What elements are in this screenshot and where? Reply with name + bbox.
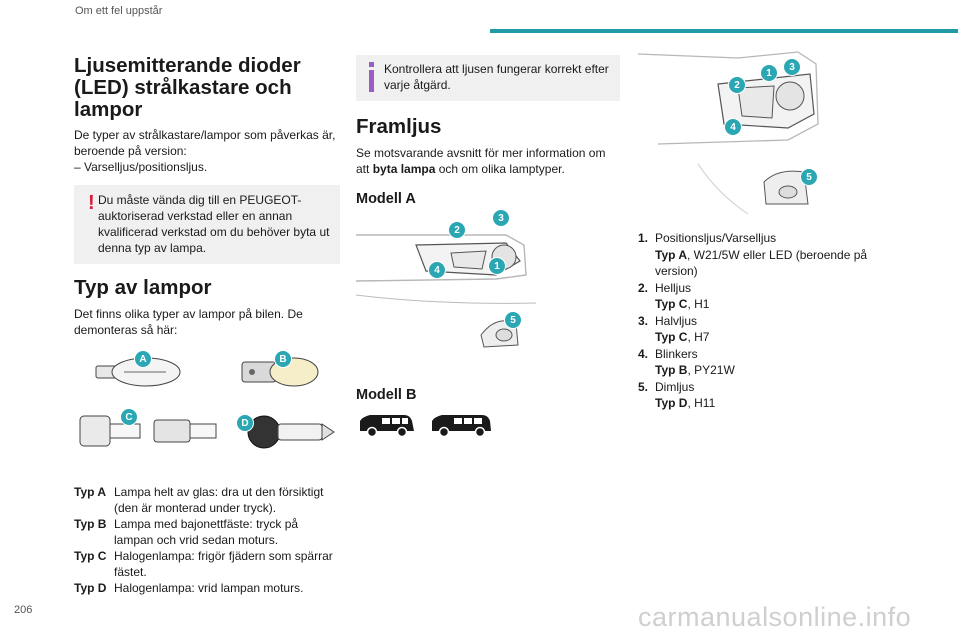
list-item-type: Typ B — [655, 363, 688, 377]
bulb-type-text: Halogenlampa: vrid lampan moturs. — [114, 581, 304, 595]
bulb-type-row: Typ B Lampa med bajonettfäste: tryck på … — [74, 516, 340, 548]
column-led-and-bulbs: Ljusemitterande dioder (LED) strålkastar… — [74, 55, 340, 596]
bulb-label-d: D — [236, 414, 254, 432]
list-item-spec: , H1 — [687, 297, 710, 311]
model-b-title: Modell B — [356, 387, 417, 403]
intro-bold: byta lampa — [372, 162, 436, 176]
model-a-badge-5: 5 — [504, 311, 522, 329]
bulb-type-label: Typ B — [74, 517, 107, 531]
model-b-badge-2: 2 — [728, 76, 746, 94]
model-b-drawing — [637, 51, 819, 215]
model-a-badge-1: 1 — [488, 257, 506, 275]
list-item-name: Blinkers — [655, 346, 698, 361]
model-a-badge-2: 2 — [448, 221, 466, 239]
model-b-vehicle-icons — [356, 409, 620, 439]
intro-pre: Se motsvarande avsnitt för mer informati… — [356, 146, 606, 176]
list-item-spec: , W21/5W eller LED (beroende på version) — [655, 247, 868, 279]
model-b-badge-4: 4 — [724, 118, 742, 136]
section-title-bulb-types: Typ av lampor — [74, 276, 212, 299]
warning-line1: Du måste vända dig till en PEUGEOT- — [98, 193, 302, 207]
list-item-type: Typ C — [655, 330, 688, 344]
model-a-badge-4: 4 — [428, 261, 446, 279]
bulb-type-row: Typ C Halogenlampa: frigör fjädern som s… — [74, 548, 340, 580]
intro-post: och om olika lamptyper. — [435, 162, 565, 176]
list-item-number: 4. — [638, 346, 649, 361]
bulb-label-c: C — [120, 408, 138, 426]
column-front-lights: Kontrollera att ljusen fungerar korrekt … — [355, 55, 620, 439]
bulb-label-b: B — [274, 350, 292, 368]
info-text: Kontrollera att ljusen fungerar korrekt … — [384, 62, 609, 92]
bulb-type-text: Lampa med bajonettfäste: tryck på lampan… — [114, 517, 299, 547]
list-item-type: Typ A — [655, 247, 687, 262]
info-box: Kontrollera att ljusen fungerar korrekt … — [356, 55, 620, 101]
model-b-headlight-diagram: 2 1 3 4 5 — [637, 44, 903, 216]
list-item-spec: , H11 — [687, 396, 716, 410]
led-intro-item: – Varselljus/positionsljus. — [74, 160, 208, 174]
watermark: carmanualsonline.info — [638, 602, 912, 632]
front-lights-intro: Se motsvarande avsnitt för mer informati… — [356, 145, 620, 177]
list-item-spec: , H7 — [687, 330, 710, 344]
model-a-title: Modell A — [356, 191, 416, 207]
bulb-label-a: A — [134, 350, 152, 368]
section-title-front-lights: Framljus — [356, 115, 442, 138]
list-item-name: Positionsljus/Varselljus — [655, 231, 777, 245]
bulb-type-label: Typ D — [74, 581, 107, 595]
bulb-types-intro: Det finns olika typer av lampor på bilen… — [74, 307, 303, 337]
bulb-type-row: Typ D Halogenlampa: vrid lampan moturs. — [74, 580, 340, 596]
bulb-type-text: Halogenlampa: frigör fjädern som spärrar… — [114, 549, 333, 579]
list-item-type: Typ C — [655, 297, 688, 311]
list-item-name: Helljus — [655, 280, 692, 295]
info-icon — [368, 62, 374, 92]
bulb-c-drawing — [79, 415, 217, 447]
van-long-icon — [432, 415, 491, 438]
list-item-name: Dimljus — [655, 379, 695, 394]
bulb-type-label: Typ C — [74, 549, 107, 563]
page-number: 206 — [14, 604, 33, 616]
warning-icon: ! — [88, 192, 95, 214]
list-item-number: 3. — [638, 313, 649, 328]
bulb-d-drawing — [247, 415, 335, 449]
bulb-type-row: Typ A Lampa helt av glas: dra ut den för… — [74, 484, 340, 516]
list-item-number: 2. — [638, 280, 649, 295]
bulb-type-text: Lampa helt av glas: dra ut den försiktig… — [114, 485, 324, 515]
list-item-spec: , PY21W — [687, 363, 735, 377]
list-item-number: 1. — [638, 231, 649, 245]
list-item-number: 5. — [638, 379, 649, 394]
running-header: Om ett fel uppstår — [75, 5, 163, 17]
bulb-illustrations: A B C D — [74, 346, 340, 464]
model-a-badge-3: 3 — [492, 209, 510, 227]
model-b-badge-5: 5 — [800, 168, 818, 186]
list-item-type: Typ D — [655, 396, 688, 410]
bulb-types-list: Typ A Lampa helt av glas: dra ut den för… — [74, 484, 340, 596]
section-title-led: Ljusemitterande dioder (LED) strålkastar… — [74, 54, 301, 121]
led-intro: De typer av strålkastare/lampor som påve… — [74, 128, 336, 158]
model-a-headlight-diagram: 2 3 4 1 5 — [355, 209, 620, 365]
bulb-drawings — [79, 357, 335, 449]
model-b-badge-3: 3 — [783, 58, 801, 76]
bulb-type-label: Typ A — [74, 485, 106, 499]
warning-text: auktoriserad verkstad eller en annan kva… — [98, 209, 330, 255]
model-b-badge-1: 1 — [760, 64, 778, 82]
van-icon — [360, 415, 414, 438]
list-item-name: Halvljus — [655, 313, 698, 328]
warning-box: ! Du måste vända dig till en PEUGEOT- au… — [74, 185, 340, 264]
header-accent-bar — [490, 29, 958, 33]
